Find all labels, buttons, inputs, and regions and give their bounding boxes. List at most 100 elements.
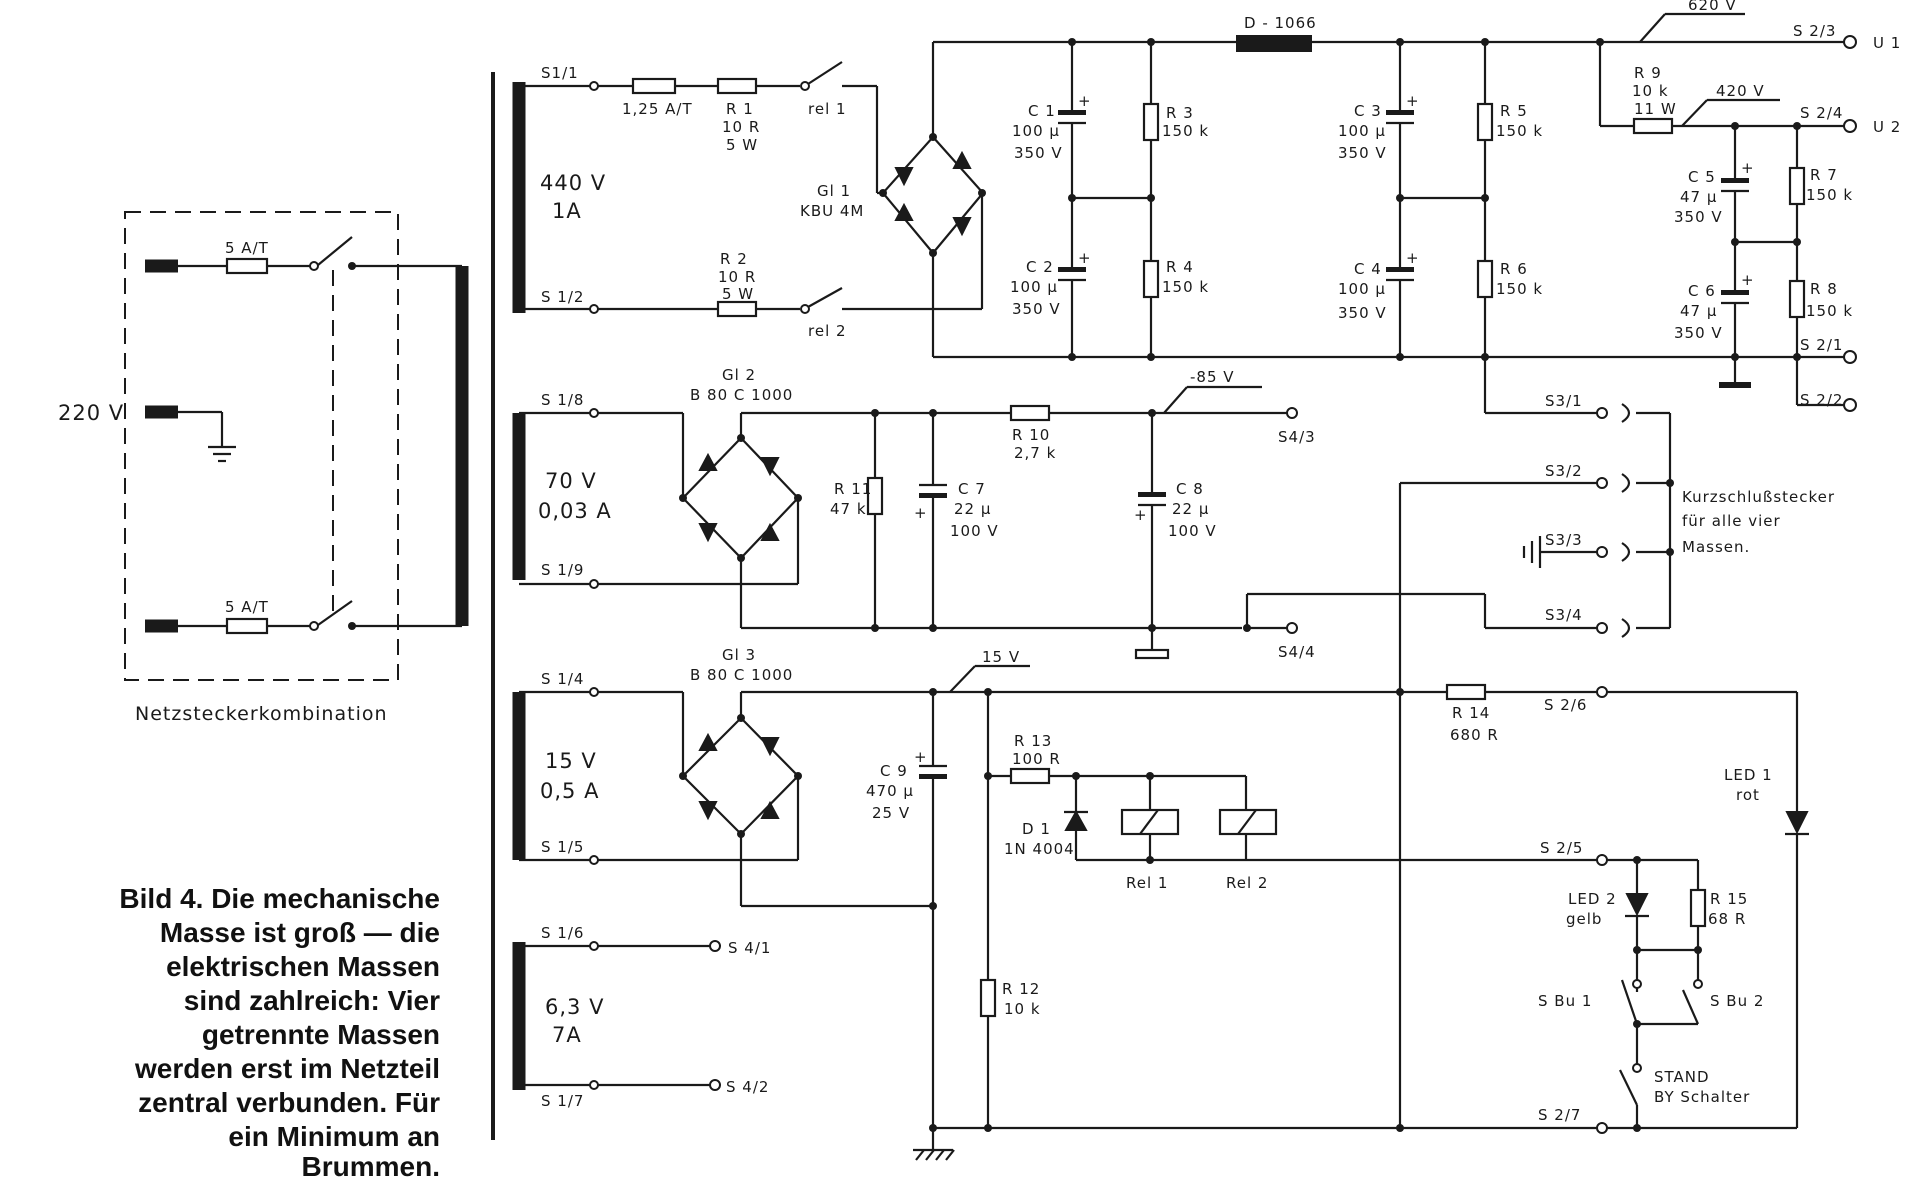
label-c4-voltage: 350 V bbox=[1338, 304, 1387, 322]
label-rel2: Rel 2 bbox=[1226, 874, 1268, 892]
w1-voltage: 440 V bbox=[540, 171, 606, 195]
fuse-hv bbox=[631, 77, 677, 95]
label-r1-power: 5 W bbox=[726, 136, 758, 154]
caption-line-3: elektrischen Massen bbox=[166, 951, 440, 982]
plug-combination-label: Netzsteckerkombination bbox=[135, 703, 388, 725]
label-s1-5: S 1/5 bbox=[541, 838, 584, 856]
secondary-windings: 440 V 1A 70 V 0,03 A 15 V 0,5 A 6,3 V 7A bbox=[512, 82, 611, 1090]
label-c7-value: 22 μ bbox=[954, 500, 991, 518]
label-s3-4: S3/4 bbox=[1545, 606, 1583, 624]
label-s2-4: S 2/4 bbox=[1800, 104, 1843, 122]
label-standby-1: STAND bbox=[1654, 1068, 1710, 1086]
svg-text:+: + bbox=[1741, 159, 1755, 177]
caption-line-8: ein Minimum an bbox=[228, 1121, 440, 1152]
figure-caption: Bild 4. Die mechanische Masse ist groß —… bbox=[119, 883, 440, 1182]
label-r9-power: 11 W bbox=[1634, 100, 1677, 118]
label-r4-name: R 4 bbox=[1166, 258, 1194, 276]
label-420v: 420 V bbox=[1716, 82, 1765, 100]
label-r13-name: R 13 bbox=[1014, 732, 1052, 750]
label-c7-name: C 7 bbox=[958, 480, 986, 498]
label-sbu1: S Bu 1 bbox=[1538, 992, 1592, 1010]
label-c3-value: 100 μ bbox=[1338, 122, 1386, 140]
terminal-labels: S1/1 S 1/2 S 1/8 S 1/9 S 1/4 S 1/5 S 1/6… bbox=[541, 22, 1900, 1124]
svg-text:+: + bbox=[1741, 271, 1755, 289]
caption-line-2: Masse ist groß — die bbox=[160, 917, 440, 948]
label-d1066: D - 1066 bbox=[1244, 14, 1317, 32]
label-r1-name: R 1 bbox=[726, 100, 754, 118]
label-c7-voltage: 100 V bbox=[950, 522, 999, 540]
gl2-bridge bbox=[681, 436, 800, 560]
label-gl2-name: Gl 2 bbox=[722, 366, 756, 384]
svg-text:+: + bbox=[1078, 92, 1092, 110]
label-s1-2: S 1/2 bbox=[541, 288, 584, 306]
label-r2-power: 5 W bbox=[722, 285, 754, 303]
label-c2-name: C 2 bbox=[1026, 258, 1054, 276]
caption-line-7: zentral verbunden. Für bbox=[138, 1087, 440, 1118]
fuse-top-label: 5 A/T bbox=[225, 239, 269, 257]
label-s2-2: S 2/2 bbox=[1800, 391, 1843, 409]
svg-text:+: + bbox=[1078, 249, 1092, 267]
svg-text:+: + bbox=[914, 748, 928, 766]
label-standby-2: BY Schalter bbox=[1654, 1088, 1750, 1106]
w4-current: 7A bbox=[552, 1023, 582, 1047]
label-c8-voltage: 100 V bbox=[1168, 522, 1217, 540]
label-d1-name: D 1 bbox=[1022, 820, 1051, 838]
w1-current: 1A bbox=[552, 199, 582, 223]
hv-section: + + + + + + bbox=[519, 12, 1857, 413]
label-d1-type: 1N 4004 bbox=[1004, 840, 1075, 858]
r6-resistor bbox=[1476, 259, 1494, 299]
label-c4-name: C 4 bbox=[1354, 260, 1382, 278]
label-r4-value: 150 k bbox=[1162, 278, 1209, 296]
r13-resistor bbox=[1009, 767, 1051, 785]
label-shorting-plug-3: Massen. bbox=[1682, 538, 1750, 556]
shorting-plug-labels: Kurzschlußstecker für alle vier Massen. bbox=[1682, 488, 1834, 556]
label-c6-voltage: 350 V bbox=[1674, 324, 1723, 342]
label-c9-name: C 9 bbox=[880, 762, 908, 780]
minus85-section: + + bbox=[519, 385, 1597, 660]
label-s1-7: S 1/7 bbox=[541, 1092, 584, 1110]
label-gl1-type: KBU 4M bbox=[800, 202, 864, 220]
label-c6-value: 47 μ bbox=[1680, 302, 1717, 320]
label-s2-5: S 2/5 bbox=[1540, 839, 1583, 857]
label-c9-voltage: 25 V bbox=[872, 804, 910, 822]
label-s1-1: S1/1 bbox=[541, 64, 579, 82]
label-r13-value: 100 R bbox=[1012, 750, 1061, 768]
gl3-bridge bbox=[681, 716, 800, 836]
label-r11-name: R 11 bbox=[834, 480, 872, 498]
fuse-bottom bbox=[225, 617, 269, 635]
label-c3-name: C 3 bbox=[1354, 102, 1382, 120]
r1-resistor bbox=[716, 77, 758, 95]
label-led1-color: rot bbox=[1736, 786, 1760, 804]
r10-resistor bbox=[1009, 404, 1051, 422]
d1066-choke bbox=[1236, 35, 1312, 52]
label-s4-3: S4/3 bbox=[1278, 428, 1316, 446]
label-15v: 15 V bbox=[982, 648, 1020, 666]
svg-text:+: + bbox=[1406, 249, 1420, 267]
label-c5-value: 47 μ bbox=[1680, 188, 1717, 206]
label-gl2-type: B 80 C 1000 bbox=[690, 386, 793, 404]
label-s1-9: S 1/9 bbox=[541, 561, 584, 579]
w3-current: 0,5 A bbox=[540, 779, 599, 803]
label-r15-name: R 15 bbox=[1710, 890, 1748, 908]
w3-voltage: 15 V bbox=[545, 749, 597, 773]
label-r6-value: 150 k bbox=[1496, 280, 1543, 298]
label-r2-value: 10 R bbox=[718, 268, 756, 286]
w4-voltage: 6,3 V bbox=[545, 995, 604, 1019]
label-s2-1: S 2/1 bbox=[1800, 336, 1843, 354]
label-rel2-contact: rel 2 bbox=[808, 322, 847, 340]
label-s1-6: S 1/6 bbox=[541, 924, 584, 942]
label-r12-name: R 12 bbox=[1002, 980, 1040, 998]
label-gl3-type: B 80 C 1000 bbox=[690, 666, 793, 684]
r8-resistor bbox=[1788, 279, 1806, 319]
rail-voltage-labels: 620 V 420 V -85 V 15 V bbox=[982, 0, 1765, 666]
label-r15-value: 68 R bbox=[1708, 910, 1746, 928]
r4-resistor bbox=[1142, 259, 1160, 299]
component-labels: 1,25 A/T R 1 10 R 5 W R 2 10 R 5 W rel 1… bbox=[622, 14, 1852, 1106]
r5-resistor bbox=[1476, 102, 1494, 142]
label-s3-1: S3/1 bbox=[1545, 392, 1583, 410]
fuse-bottom-label: 5 A/T bbox=[225, 598, 269, 616]
label-c3-voltage: 350 V bbox=[1338, 144, 1387, 162]
label-minus85v: -85 V bbox=[1190, 368, 1235, 386]
label-c9-value: 470 μ bbox=[866, 782, 914, 800]
